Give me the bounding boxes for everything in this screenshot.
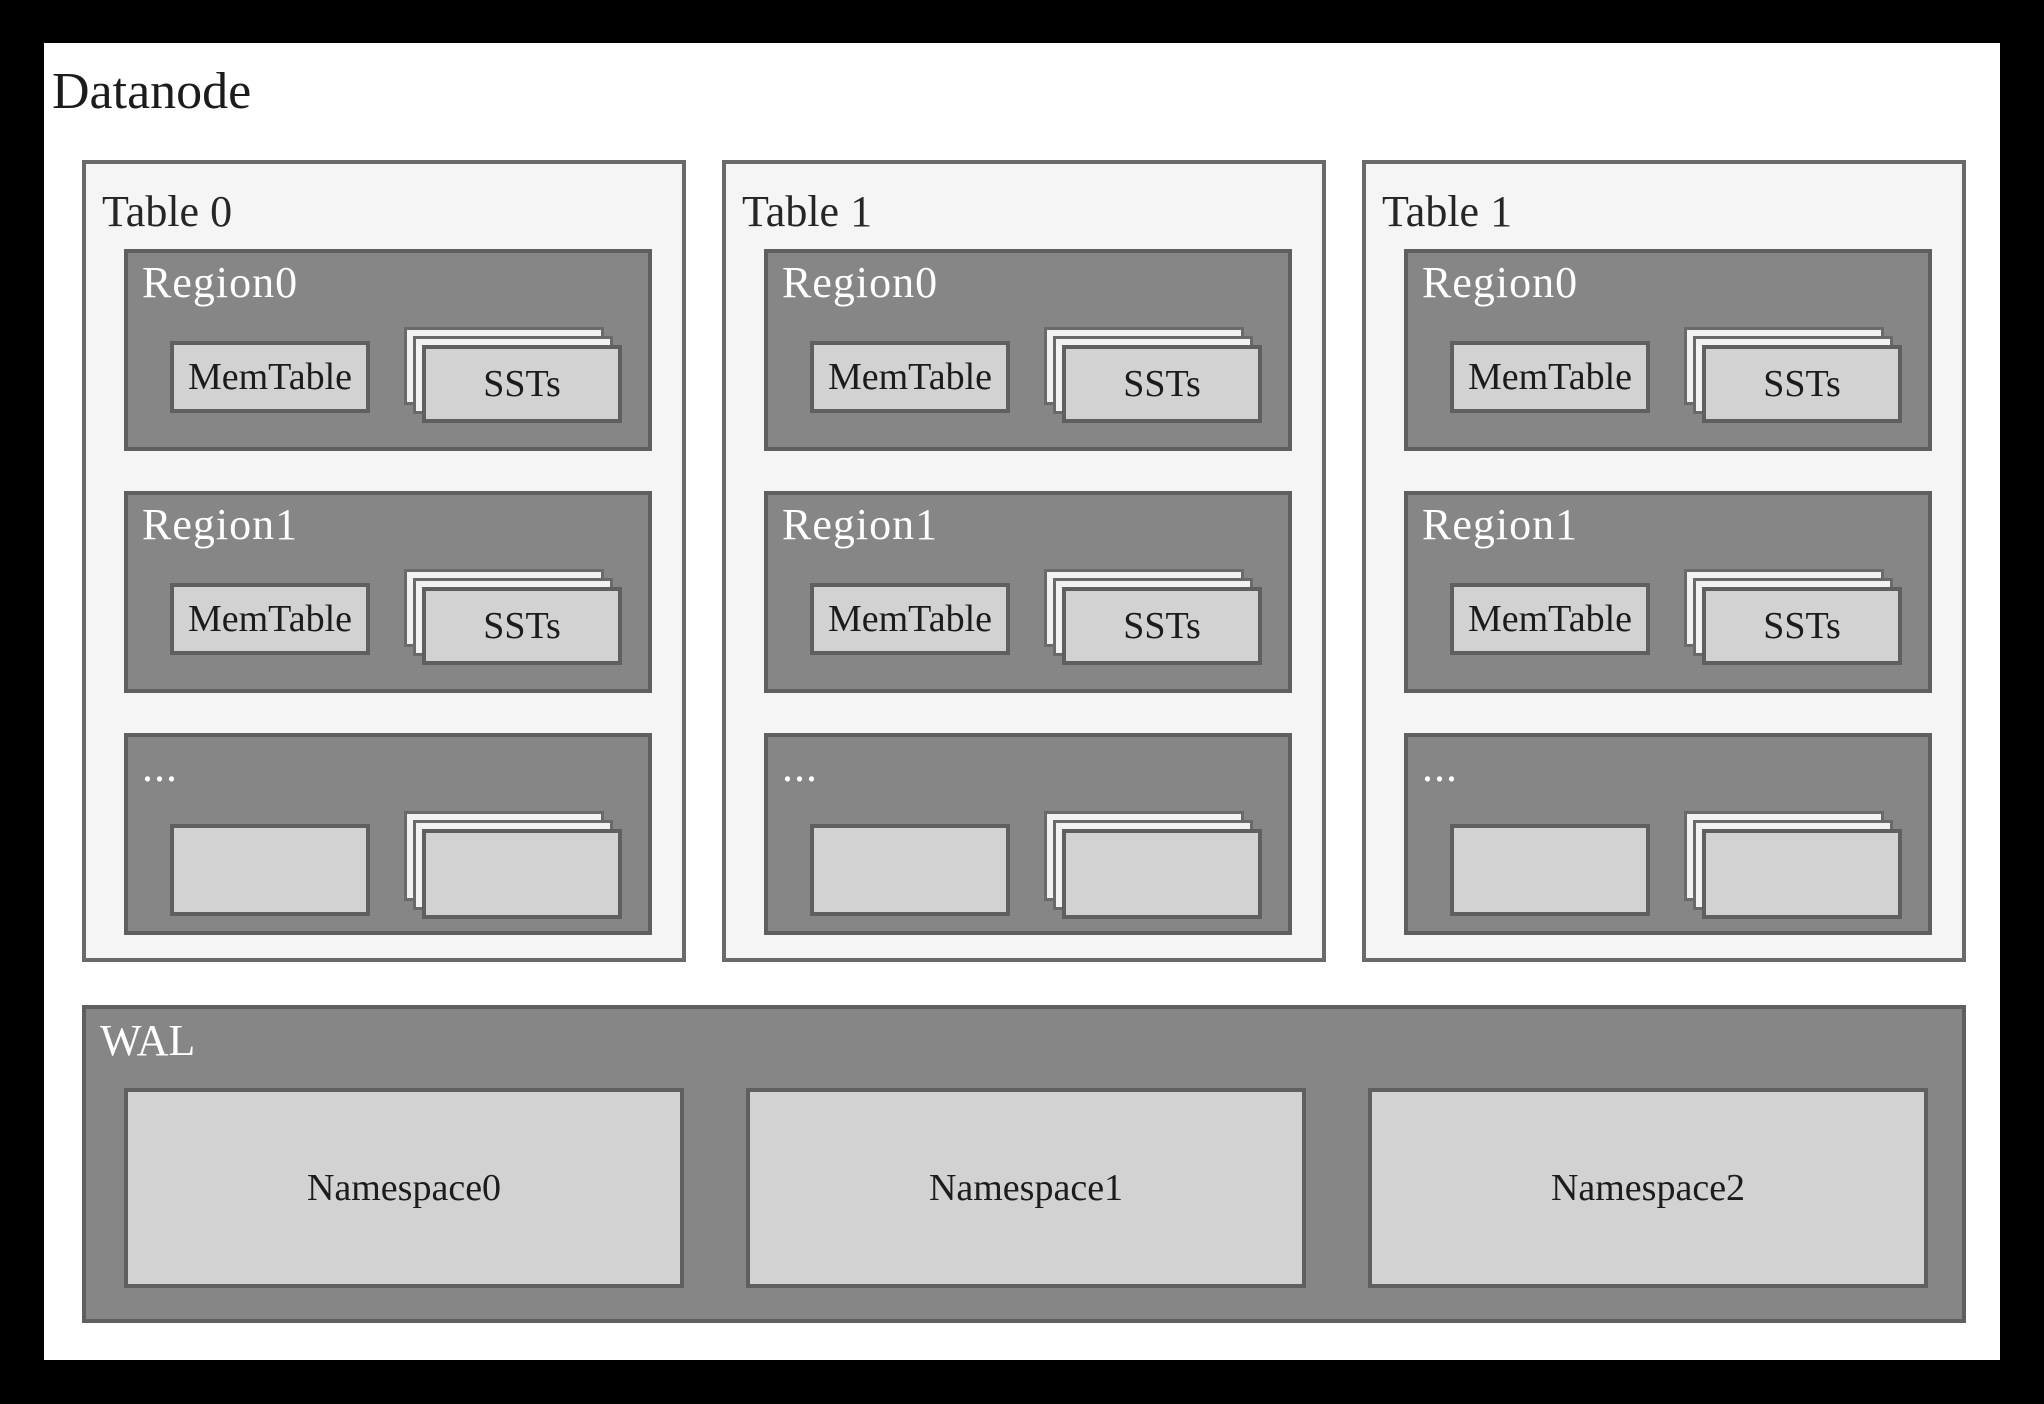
table-box-2: Table 1 Region0 MemTable SSTs Region1 Me… <box>1362 160 1966 962</box>
table-label: Table 1 <box>742 187 873 236</box>
table-box-0: Table 0 Region0 MemTable SSTs Region1 Me… <box>82 160 686 962</box>
memtable-box: MemTable <box>1450 583 1650 655</box>
ssts-stack: SSTs <box>1044 569 1266 669</box>
ssts-stack-empty <box>1044 811 1266 919</box>
ssts-box: SSTs <box>1702 587 1902 665</box>
table-box-1: Table 1 Region0 MemTable SSTs Region1 Me… <box>722 160 1326 962</box>
ssts-box: SSTs <box>422 587 622 665</box>
ssts-box-empty <box>422 829 622 919</box>
ssts-box-empty <box>1062 829 1262 919</box>
region-label: Region0 <box>1422 258 1579 307</box>
ssts-stack: SSTs <box>1684 327 1906 427</box>
ssts-stack-empty <box>1684 811 1906 919</box>
memtable-box-empty <box>170 824 370 916</box>
ssts-box: SSTs <box>1062 345 1262 423</box>
wal-box: WAL Namespace0 Namespace1 Namespace2 <box>82 1005 1966 1323</box>
region-label: ... <box>782 742 818 791</box>
ssts-stack-empty <box>404 811 626 919</box>
region-label: Region1 <box>1422 500 1579 549</box>
table-label: Table 1 <box>1382 187 1513 236</box>
ssts-stack: SSTs <box>404 327 626 427</box>
region-box: Region1 MemTable SSTs <box>1404 491 1932 693</box>
ssts-stack: SSTs <box>1684 569 1906 669</box>
region-box-ellipsis: ... <box>124 733 652 935</box>
ssts-stack: SSTs <box>1044 327 1266 427</box>
region-label: Region1 <box>142 500 299 549</box>
datanode-container: Datanode Table 0 Region0 MemTable SSTs R… <box>44 43 2000 1360</box>
region-box-ellipsis: ... <box>1404 733 1932 935</box>
ssts-box: SSTs <box>422 345 622 423</box>
datanode-title: Datanode <box>52 63 252 120</box>
memtable-box: MemTable <box>170 341 370 413</box>
ssts-box: SSTs <box>1702 345 1902 423</box>
memtable-box: MemTable <box>810 583 1010 655</box>
memtable-box: MemTable <box>810 341 1010 413</box>
region-box: Region1 MemTable SSTs <box>124 491 652 693</box>
namespace-box-2: Namespace2 <box>1368 1088 1928 1288</box>
region-box: Region0 MemTable SSTs <box>1404 249 1932 451</box>
region-label: Region1 <box>782 500 939 549</box>
namespace-box-0: Namespace0 <box>124 1088 684 1288</box>
region-label: Region0 <box>142 258 299 307</box>
region-label: ... <box>142 742 178 791</box>
wal-label: WAL <box>100 1016 196 1065</box>
memtable-box: MemTable <box>170 583 370 655</box>
ssts-box: SSTs <box>1062 587 1262 665</box>
region-label: ... <box>1422 742 1458 791</box>
namespace-box-1: Namespace1 <box>746 1088 1306 1288</box>
region-box: Region0 MemTable SSTs <box>764 249 1292 451</box>
memtable-box-empty <box>1450 824 1650 916</box>
ssts-box-empty <box>1702 829 1902 919</box>
region-box-ellipsis: ... <box>764 733 1292 935</box>
region-label: Region0 <box>782 258 939 307</box>
table-label: Table 0 <box>102 187 233 236</box>
ssts-stack: SSTs <box>404 569 626 669</box>
memtable-box: MemTable <box>1450 341 1650 413</box>
memtable-box-empty <box>810 824 1010 916</box>
region-box: Region1 MemTable SSTs <box>764 491 1292 693</box>
region-box: Region0 MemTable SSTs <box>124 249 652 451</box>
